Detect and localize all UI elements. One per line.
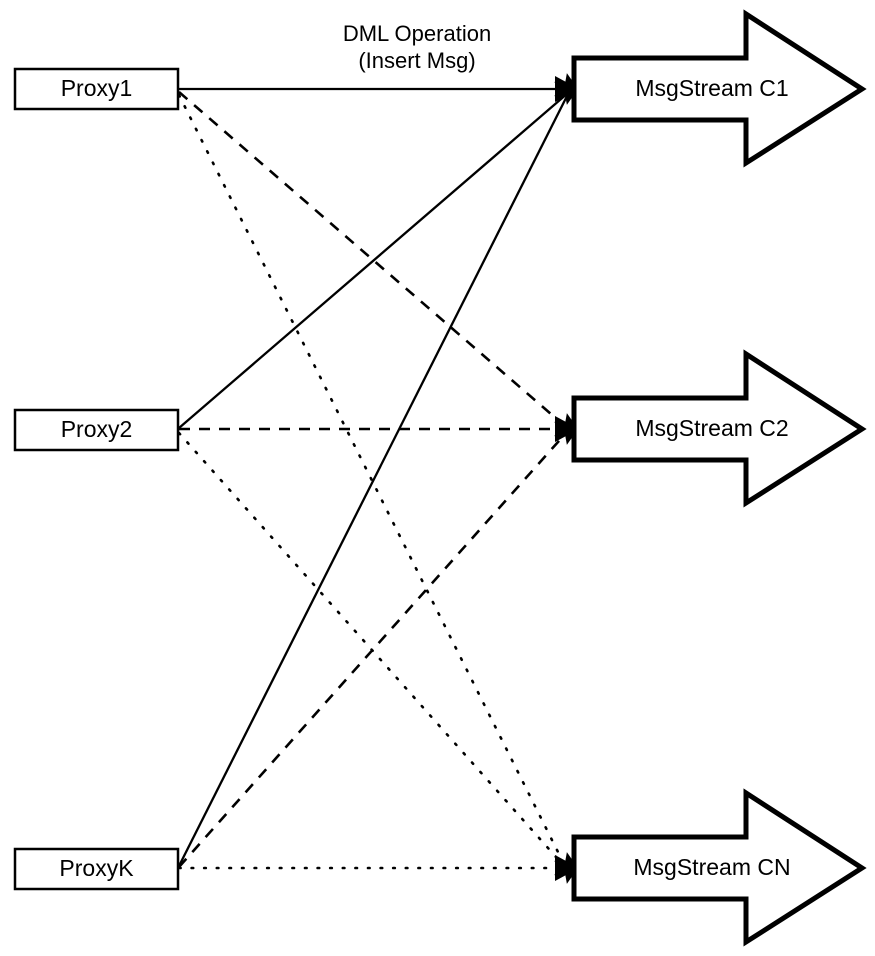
proxy-label-proxy2: Proxy2 [61, 416, 133, 442]
arrowhead-tip-head-c1 [555, 76, 579, 102]
link-proxyk-c2 [178, 432, 567, 868]
proxy-label-proxyk: ProxyK [59, 855, 134, 881]
link-proxyk-c1 [177, 95, 569, 867]
link-proxy1-cn [177, 93, 566, 866]
msgstream-label-c2: MsgStream C2 [635, 415, 788, 441]
proxy-box-shape-proxy2 [13, 408, 180, 452]
msgstream-node-layer: MsgStream C1 MsgStream C2 MsgStream CN [571, 9, 867, 947]
msgstream-label-c1: MsgStream C1 [635, 75, 788, 101]
edge-label-line2: (Insert Msg) [358, 48, 475, 73]
msgstream-label-cn: MsgStream CN [633, 854, 790, 880]
link-layer [177, 87, 569, 870]
arrowhead-tip-head-c2 [555, 416, 579, 442]
proxy-box-shape-proxy1 [13, 67, 180, 111]
proxy-box-shape-proxyk [13, 847, 180, 891]
arrowhead-tip-head-cn [555, 855, 579, 881]
proxy-label-proxy1: Proxy1 [61, 75, 133, 101]
msgstream-arrow-shape-c2 [571, 349, 867, 508]
arrowhead-layer [554, 73, 584, 884]
proxy-node-proxy2[interactable]: Proxy2 [13, 408, 180, 452]
link-proxy2-c1 [178, 92, 569, 429]
proxy-node-proxy1[interactable]: Proxy1 [13, 67, 180, 111]
edge-label-dml-operation: DML Operation (Insert Msg) [343, 21, 491, 73]
msgstream-node-c1[interactable]: MsgStream C1 [571, 9, 867, 168]
link-proxy1-c2 [178, 91, 567, 428]
msgstream-node-c2[interactable]: MsgStream C2 [571, 349, 867, 508]
msgstream-arrow-shape-c1 [571, 9, 867, 168]
proxy-node-proxyk[interactable]: ProxyK [13, 847, 180, 891]
msgstream-arrow-shape-cn [571, 788, 867, 947]
msgstream-node-cn[interactable]: MsgStream CN [571, 788, 867, 947]
edge-label-line1: DML Operation [343, 21, 491, 46]
